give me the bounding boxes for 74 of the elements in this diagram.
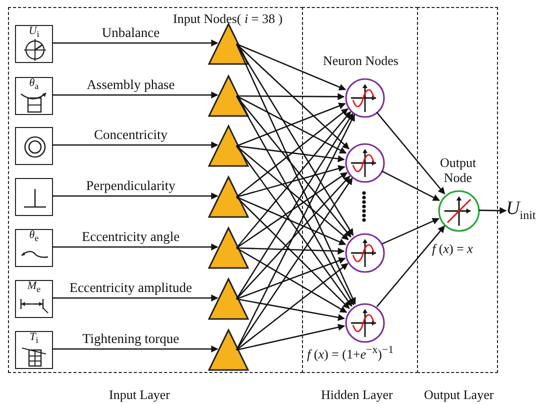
arrow bbox=[236, 44, 354, 236]
layer-text: Neuron Nodes bbox=[323, 54, 398, 69]
arrow bbox=[236, 298, 345, 321]
input-node-triangle bbox=[208, 176, 249, 218]
arrow bbox=[52, 346, 218, 352]
layer-text: Output Node bbox=[438, 156, 478, 186]
hidden-neuron bbox=[345, 78, 385, 118]
edge-label: Assembly phase bbox=[84, 78, 177, 93]
arrow bbox=[52, 192, 218, 200]
arrow bbox=[236, 111, 352, 248]
symbol-text: U$_{i}$ bbox=[28, 26, 40, 40]
output-neuron bbox=[438, 190, 480, 232]
symbol-text: T$_{i}$ bbox=[28, 332, 40, 346]
parameter-icon bbox=[15, 229, 53, 267]
arrow bbox=[52, 244, 218, 250]
arrow bbox=[236, 108, 348, 198]
layer-text: Hidden Layer bbox=[321, 388, 393, 403]
arrow bbox=[376, 112, 446, 194]
hidden-neuron bbox=[345, 233, 385, 273]
arrow bbox=[236, 146, 352, 307]
arrow bbox=[382, 218, 440, 244]
symbol-text: θ$_{e}$ bbox=[28, 230, 40, 244]
arrow bbox=[236, 95, 347, 154]
parameter-icon bbox=[15, 280, 53, 318]
arrow bbox=[236, 247, 345, 255]
arrow bbox=[236, 44, 356, 305]
edge-label: Concentricity bbox=[92, 128, 170, 143]
arrow bbox=[236, 196, 346, 246]
symbol-text: M$_{e}$ bbox=[26, 281, 42, 294]
arrow bbox=[52, 92, 218, 98]
arrow bbox=[236, 257, 346, 300]
layer-text: Input Layer bbox=[109, 388, 170, 403]
edge-label: Perpendicularity bbox=[84, 179, 178, 194]
hidden-neuron bbox=[345, 143, 385, 183]
arrow bbox=[52, 40, 218, 46]
layer-text: Input Nodes( i = 38 ) bbox=[173, 12, 283, 27]
hidden-neuron bbox=[345, 303, 385, 343]
edge-label: Eccentricity angle bbox=[80, 230, 182, 245]
input-node-triangle bbox=[208, 125, 249, 167]
output-symbol: U$_{init}$ bbox=[506, 198, 536, 219]
arrow bbox=[479, 207, 507, 214]
input-node-triangle bbox=[208, 278, 249, 320]
arrow bbox=[236, 44, 350, 150]
edge-label: Tightening torque bbox=[80, 332, 182, 347]
arrow bbox=[236, 114, 356, 350]
arrow bbox=[382, 170, 440, 202]
layer-text: Output Layer bbox=[424, 388, 494, 403]
input-node-triangle bbox=[208, 329, 249, 371]
parameter-icon bbox=[15, 127, 53, 165]
layer-text: f (x) = (1+e$^{−x}$)$^{−1}$ bbox=[307, 344, 394, 362]
arrow bbox=[236, 165, 346, 198]
edge-label: Eccentricity amplitude bbox=[67, 281, 194, 296]
arrow bbox=[236, 172, 348, 249]
arrow bbox=[236, 263, 348, 351]
arrow bbox=[236, 178, 353, 350]
arrow bbox=[236, 324, 346, 351]
arrow bbox=[52, 294, 218, 302]
arrow bbox=[236, 96, 352, 238]
arrow bbox=[236, 247, 348, 313]
arrow bbox=[236, 176, 350, 300]
input-node-triangle bbox=[208, 227, 249, 269]
input-node-triangle bbox=[208, 75, 249, 117]
arrow bbox=[52, 142, 218, 148]
arrow bbox=[376, 226, 445, 308]
arrow bbox=[236, 102, 346, 147]
parameter-icon bbox=[15, 25, 53, 63]
parameter-icon bbox=[15, 331, 53, 369]
parameter-icon bbox=[15, 77, 53, 115]
parameter-icon bbox=[15, 178, 53, 216]
arrow bbox=[236, 146, 349, 240]
arrow bbox=[236, 196, 350, 309]
arrow bbox=[236, 93, 345, 100]
layer-text: f (x) = x bbox=[432, 242, 473, 257]
symbol-text: θ$_{a}$ bbox=[28, 78, 40, 92]
